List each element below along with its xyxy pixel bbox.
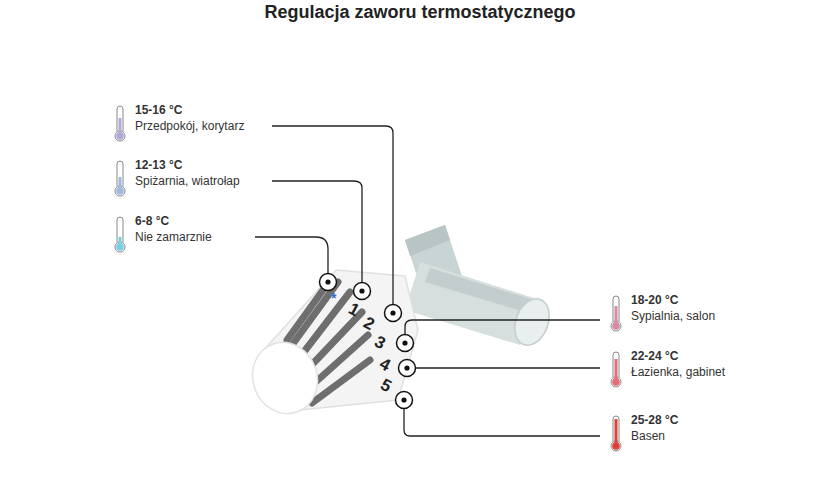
room-names: Łazienka, gabinet <box>631 365 725 379</box>
dial-rib <box>287 286 326 340</box>
room-names: Przedpokój, korytarz <box>135 119 244 133</box>
room-names: Basen <box>631 429 665 443</box>
temperature-range: 22-24 °C <box>631 349 679 363</box>
temperature-range: 12-13 °C <box>135 158 183 172</box>
frost-symbol: * <box>331 290 336 307</box>
temperature-range: 18-20 °C <box>631 293 679 307</box>
pipe <box>405 225 555 350</box>
diagram-title: Regulacja zaworu termostatycznego <box>0 2 840 24</box>
room-names: Nie zamarznie <box>135 230 212 244</box>
thermometer-icons <box>115 106 621 451</box>
room-names: Spiżarnia, wiatrołap <box>135 174 240 188</box>
temperature-range: 15-16 °C <box>135 103 183 117</box>
dial-rib <box>312 360 370 403</box>
temperature-range: 6-8 °C <box>135 214 169 228</box>
dial-markers <box>320 274 416 409</box>
room-names: Sypialnia, salon <box>631 309 715 323</box>
temperature-range: 25-28 °C <box>631 413 679 427</box>
thermostat-head <box>243 270 418 423</box>
leader-lines <box>255 126 600 436</box>
